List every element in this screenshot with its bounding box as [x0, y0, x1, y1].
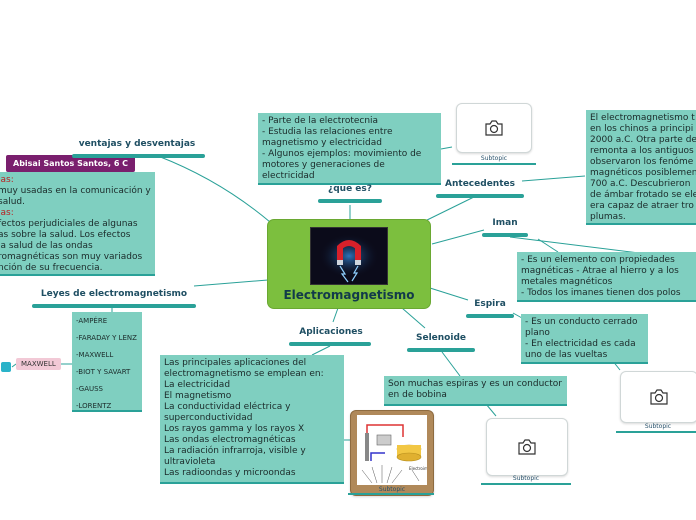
camera-icon: [485, 120, 503, 136]
desventajas-text-5: nción de su frecuencia.: [0, 263, 103, 273]
subtopic-underline-a: [452, 163, 536, 165]
law-gauss: -GAUSS: [76, 385, 104, 393]
topic-iman-underline: [482, 233, 528, 237]
link-aplicaciones-box: [311, 345, 331, 356]
topic-aplicaciones[interactable]: Aplicaciones: [299, 327, 363, 337]
author-tag[interactable]: Abisai Santos Santos, 6 C: [6, 155, 136, 172]
espira-box[interactable]: - Es un conducto cerrado plano - En elec…: [521, 314, 648, 364]
subtopic-label-d: Subtopic: [644, 423, 672, 430]
subtopic-label-c: Subtopic: [512, 475, 540, 482]
desventajas-heading: jas:: [0, 208, 14, 218]
law-faraday-lenz: -FARADAY Y LENZ: [76, 334, 137, 342]
law-biot-savart: -BIOT Y SAVART: [76, 368, 131, 376]
link-antecedentes-box: [521, 175, 586, 182]
ventajas-text-1: muy usadas en la comunicación y: [0, 186, 151, 196]
solenoid-illustration: Electroimán: [357, 415, 427, 485]
selenoide-box[interactable]: Son muchas espiras y es un conductor en …: [384, 376, 567, 406]
link-selenoide: [401, 307, 426, 329]
maxwell-floating-tag[interactable]: MAXWELL: [16, 358, 61, 370]
camera-icon: [650, 389, 668, 405]
subtopic-label-a: Subtopic: [480, 155, 508, 162]
link-espira: [429, 287, 469, 301]
desventajas-text-1: fectos perjudiciales de algunas: [0, 219, 138, 229]
link-antecedentes: [422, 194, 479, 223]
subtopic-card-d[interactable]: [620, 371, 696, 423]
subtopic-card-c[interactable]: [486, 418, 568, 476]
topic-antecedentes-underline: [436, 194, 524, 198]
central-title: Electromagnetismo: [283, 288, 415, 302]
topic-selenoide-underline: [407, 348, 475, 352]
topic-quees[interactable]: ¿que es?: [328, 184, 372, 194]
camera-icon: [518, 439, 536, 455]
topic-antecedentes[interactable]: Antecedentes: [445, 179, 515, 189]
link-iman: [431, 229, 485, 245]
law-maxwell: -MAXWELL: [76, 351, 114, 359]
link-aplicaciones: [332, 307, 339, 323]
ventajas-heading: jas:: [0, 175, 14, 185]
topic-quees-underline: [318, 199, 382, 203]
topic-aplicaciones-underline: [289, 342, 371, 346]
topic-espira[interactable]: Espira: [474, 299, 506, 309]
link-selenoide-box: [441, 351, 461, 377]
topic-iman[interactable]: Iman: [492, 218, 518, 228]
topic-leyes-underline: [32, 304, 196, 308]
central-topic[interactable]: Electromagnetismo: [268, 220, 430, 308]
svg-text:Electroimán: Electroimán: [409, 466, 427, 471]
link-quees-subtopic: [440, 146, 453, 150]
iman-box[interactable]: - Es un elemento con propiedades magnéti…: [517, 252, 696, 302]
link-selenoide-subtopic: [485, 403, 497, 417]
desventajas-text-3: la salud de las ondas: [0, 241, 93, 251]
desventajas-text-2: as sobre la salud. Los efectos: [0, 230, 131, 240]
link-ventajas: [157, 155, 271, 223]
magnet-image: [310, 227, 388, 285]
subtopic-card-a[interactable]: [456, 103, 532, 153]
law-ampere: -AMPÉRE: [76, 317, 108, 325]
desventajas-text-4: romagnéticas son muy variados: [0, 252, 143, 262]
ventajas-text-2: salud.: [0, 197, 25, 207]
subtopic-underline-d: [616, 431, 696, 433]
quees-box[interactable]: - Parte de la electrotecnia - Estudia la…: [258, 113, 441, 185]
topic-espira-underline: [466, 314, 514, 318]
link-maxwell-dot: [11, 363, 17, 368]
subtopic-card-b[interactable]: Electroimán Subtopic: [350, 410, 434, 496]
topic-ventajas[interactable]: ventajas y desventajas: [78, 139, 196, 149]
leyes-box[interactable]: -AMPÉRE -FARADAY Y LENZ -MAXWELL -BIOT Y…: [72, 312, 142, 412]
topic-selenoide[interactable]: Selenoide: [416, 333, 466, 343]
link-leyes: [193, 279, 269, 287]
topic-leyes[interactable]: Leyes de electromagnetismo: [40, 289, 188, 299]
drag-handle[interactable]: [1, 362, 11, 372]
subtopic-label-b: Subtopic: [378, 486, 406, 493]
subtopic-underline-c: [481, 483, 571, 485]
ventajas-box[interactable]: jas: muy usadas en la comunicación y sal…: [0, 172, 155, 276]
aplicaciones-box[interactable]: Las principales aplicaciones del electro…: [160, 355, 344, 484]
topic-ventajas-underline: [72, 154, 205, 158]
law-lorentz: -LORENTZ: [76, 402, 112, 410]
subtopic-underline-b: [348, 493, 434, 495]
antecedentes-box[interactable]: El electromagnetismo t en los chinos a p…: [586, 110, 696, 225]
link-espira-box: [512, 312, 523, 319]
